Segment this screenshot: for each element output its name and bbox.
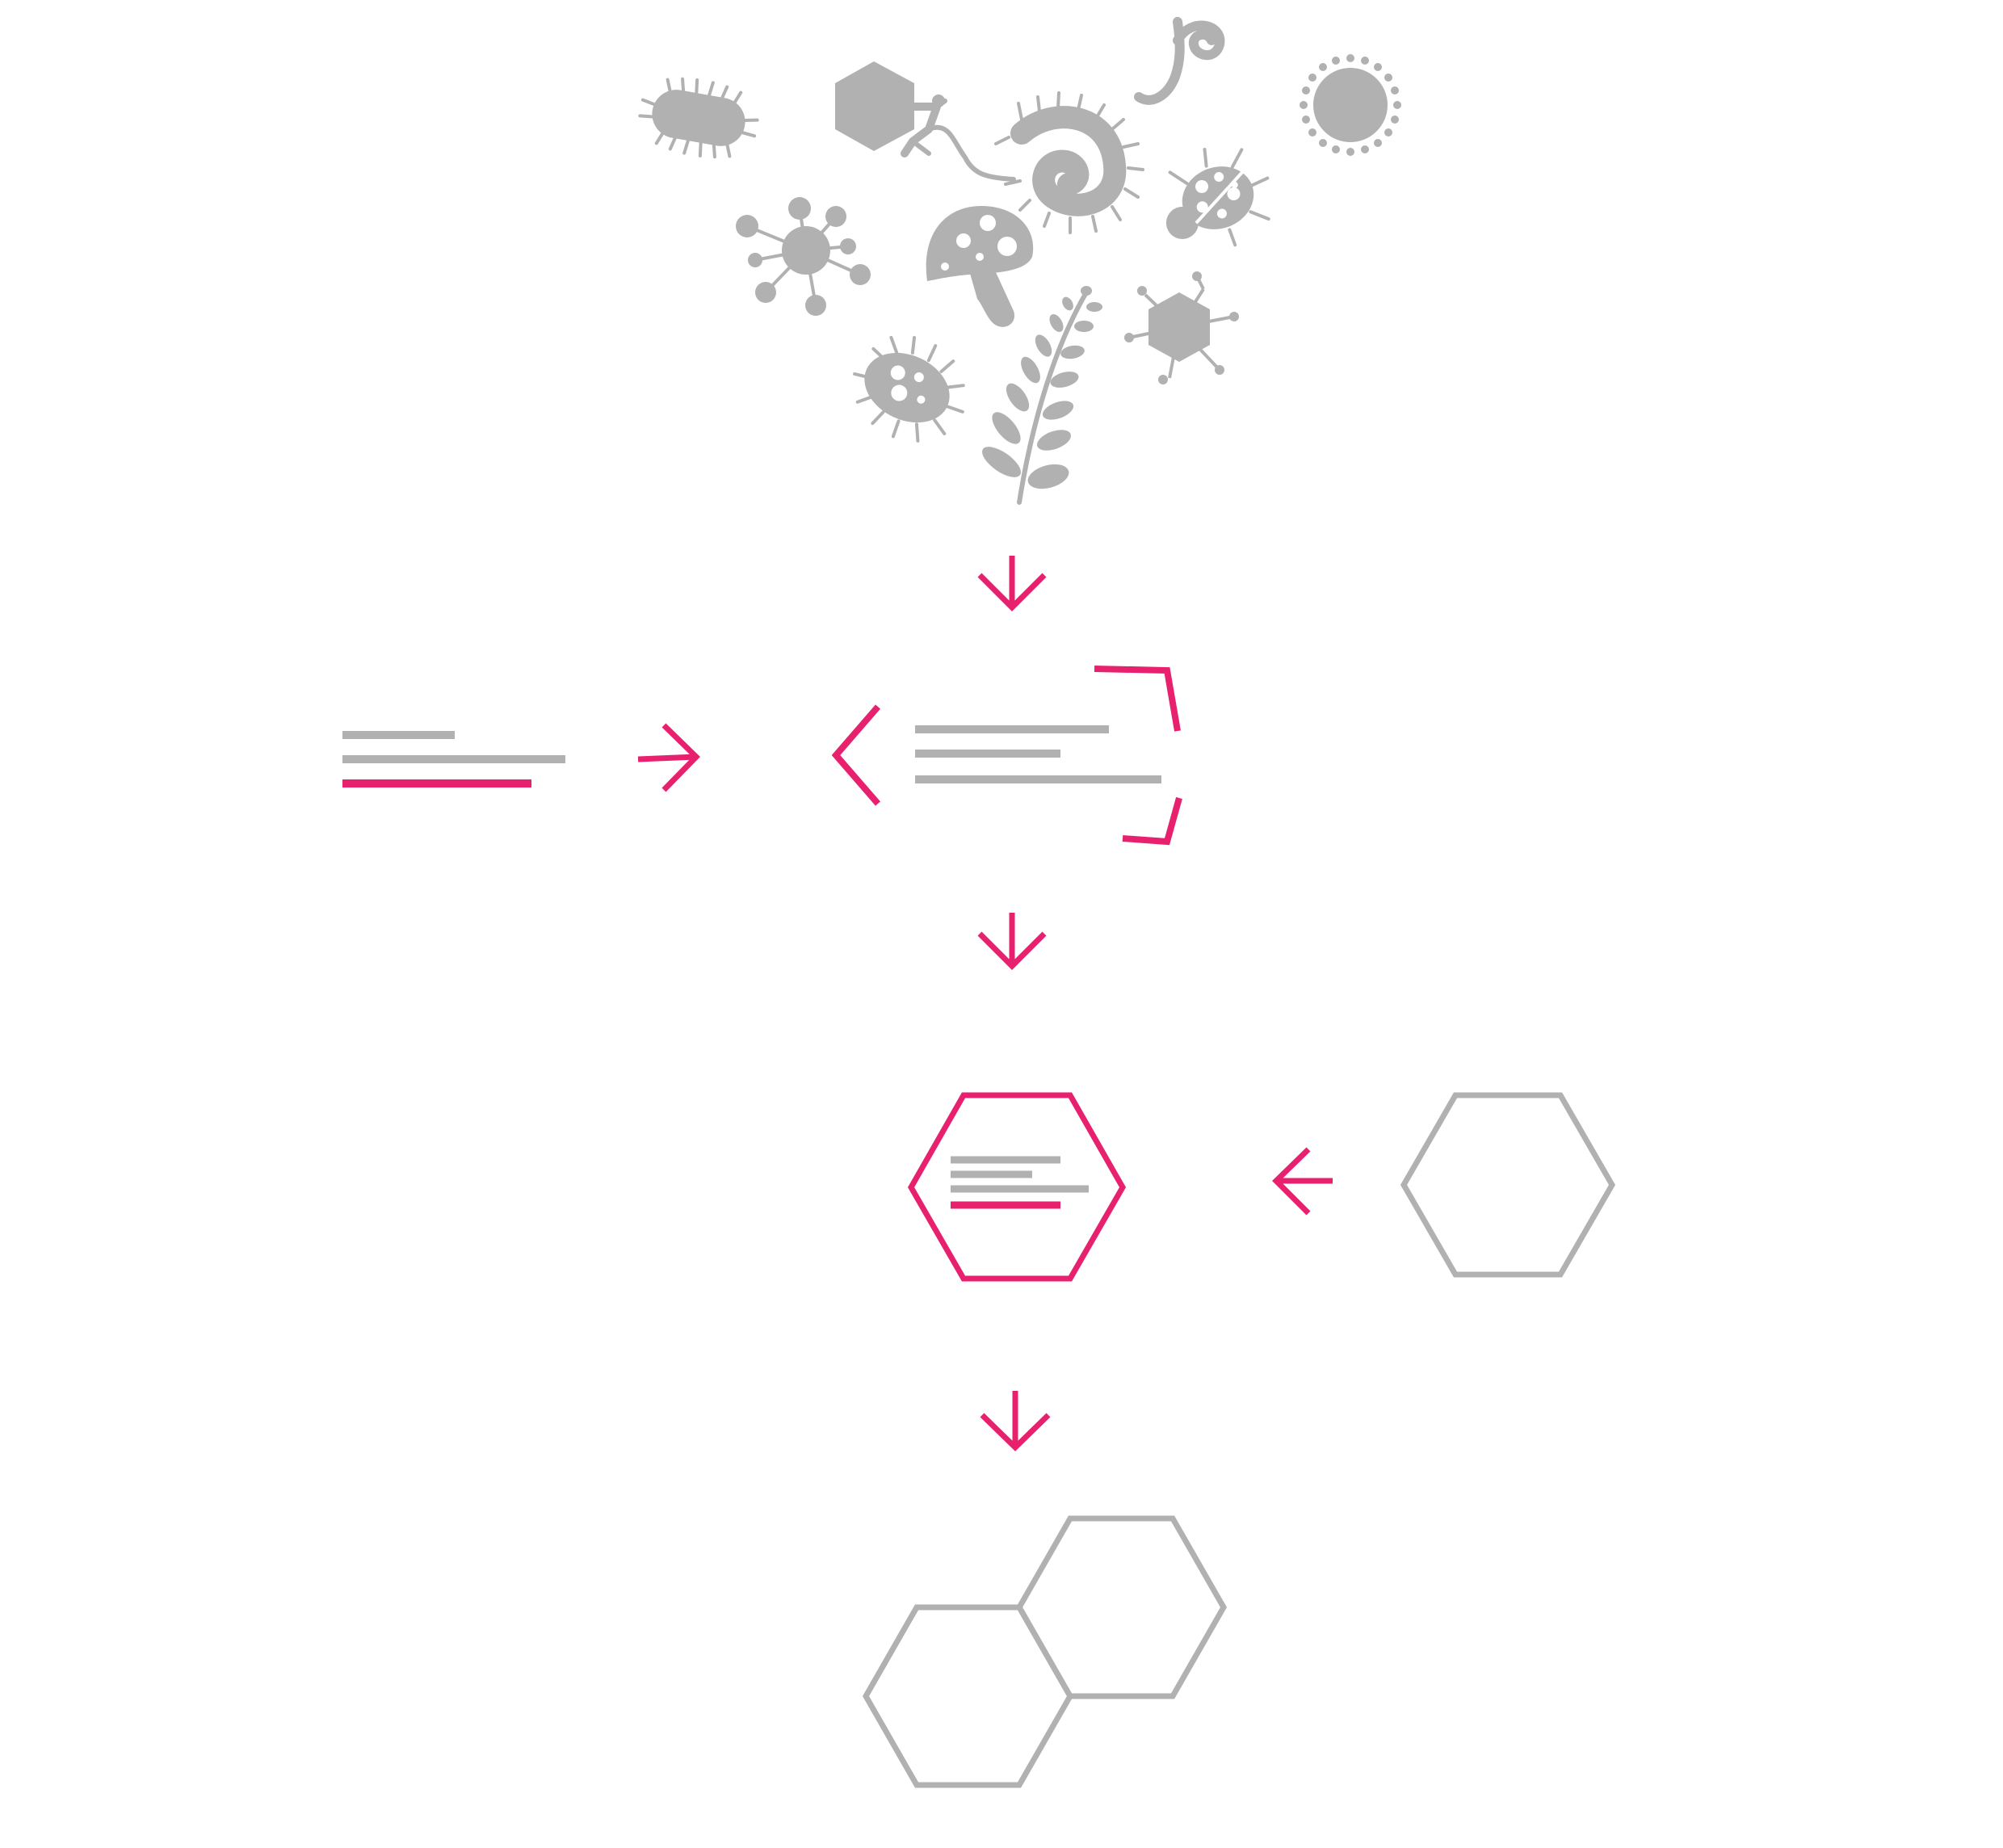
- coccus-icon: [1300, 54, 1401, 156]
- bracketed-text-glyph: [831, 666, 1182, 846]
- molecule-icon: [736, 197, 871, 316]
- hexagon-left: [862, 1604, 1074, 1788]
- bacillus-icon: [638, 77, 759, 159]
- arrow-left: [1272, 1147, 1333, 1216]
- arrow-down-2: [977, 913, 1047, 970]
- virus-icon: [1124, 271, 1239, 384]
- empty-hexagon: [1400, 1092, 1616, 1278]
- spiral-bacterium-icon: [994, 91, 1144, 234]
- arrow-down-3: [980, 1391, 1051, 1451]
- fern-icon: [982, 286, 1102, 505]
- amoeba-icon: [853, 335, 965, 443]
- text-lines-glyph: [342, 731, 565, 788]
- angle-bracket: [831, 704, 881, 806]
- bacteriophage-icon: [835, 61, 1016, 182]
- corner-bracket-top: [1094, 666, 1181, 732]
- hexagon-right: [1015, 1515, 1228, 1699]
- mushroom-icon: [926, 206, 1034, 327]
- organism-cluster: [638, 17, 1401, 505]
- corner-bracket-bottom: [1122, 796, 1182, 846]
- arrow-right: [637, 723, 700, 792]
- hexagon-with-text: [907, 1092, 1127, 1282]
- ladybug-icon: [1165, 148, 1270, 247]
- squiggle-microbe-icon: [1134, 17, 1225, 105]
- hexagon-pair: [862, 1515, 1228, 1788]
- arrow-down-1: [977, 556, 1047, 611]
